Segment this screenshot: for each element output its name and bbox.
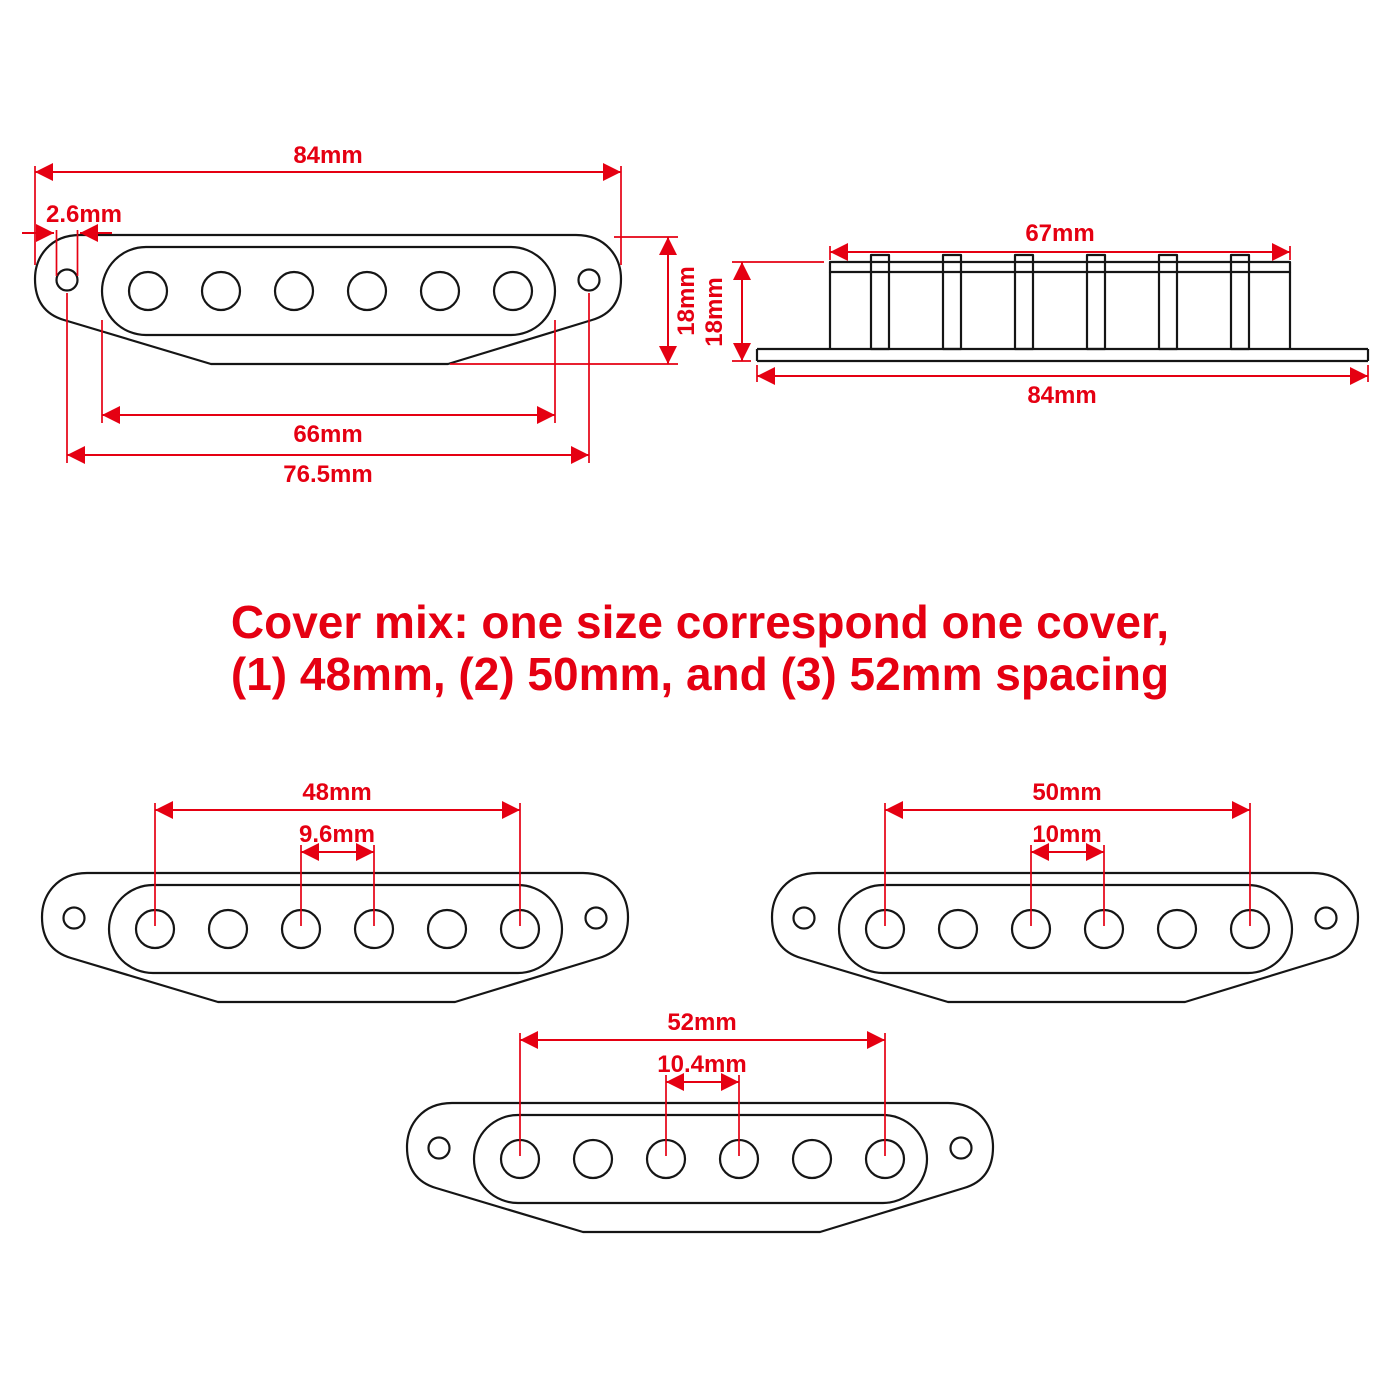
dim-overall-width: 84mm xyxy=(34,142,622,265)
dimension-label: 76.5mm xyxy=(283,461,372,488)
pickup-cover-front-view xyxy=(40,871,630,1004)
pole-piece xyxy=(1229,253,1251,351)
dimension-label: 18mm xyxy=(673,266,700,335)
dim-pole-spacing-52: 10.4mm xyxy=(657,1051,747,1156)
cover-50mm: 50mm 10mm xyxy=(770,779,1360,1004)
front-view: 84mm 2.6mm 18mm 66mm xyxy=(22,142,700,488)
dimension-label: 84mm xyxy=(1027,382,1096,409)
pole-piece xyxy=(941,253,963,351)
heading: Cover mix: one size correspond one cover… xyxy=(231,596,1169,700)
dim-side-top-width: 67mm xyxy=(829,220,1291,261)
dimension-label: 67mm xyxy=(1025,220,1094,247)
pole-piece xyxy=(1013,253,1035,351)
side-view: 67mm 18mm 84mm xyxy=(701,220,1370,409)
dimension-label: 18mm xyxy=(701,277,728,346)
dimension-label: 10.4mm xyxy=(657,1051,746,1078)
pickup-cover-front-view xyxy=(770,871,1360,1004)
pickup-cover-front-view xyxy=(33,233,623,366)
dim-side-height: 18mm xyxy=(701,261,824,362)
dim-side-base-width: 84mm xyxy=(756,365,1369,409)
dim-mount-spacing: 76.5mm xyxy=(66,293,590,488)
dimension-label: 9.6mm xyxy=(299,821,375,848)
dimension-label: 2.6mm xyxy=(46,201,122,228)
heading-line-2: (1) 48mm, (2) 50mm, and (3) 52mm spacing xyxy=(231,648,1169,700)
pickup-cover-front-view xyxy=(405,1101,995,1234)
top-flatwork xyxy=(828,260,1292,274)
dim-pole-span-48: 48mm xyxy=(154,779,521,926)
dim-inner-length: 66mm xyxy=(101,320,556,448)
cover-48mm: 48mm 9.6mm xyxy=(40,779,630,1004)
dimension-label: 48mm xyxy=(302,779,371,806)
dim-pole-spacing-50: 10mm xyxy=(1030,821,1105,926)
dimension-label: 52mm xyxy=(667,1009,736,1036)
dimension-label: 84mm xyxy=(293,142,362,169)
dim-cover-height: 18mm xyxy=(450,236,700,365)
pole-piece xyxy=(1157,253,1179,351)
dim-pole-spacing-48: 9.6mm xyxy=(299,821,375,926)
dim-mount-hole-diameter: 2.6mm xyxy=(22,201,122,276)
dimension-label: 10mm xyxy=(1032,821,1101,848)
dim-pole-span-50: 50mm xyxy=(884,779,1251,926)
pole-piece xyxy=(869,253,891,351)
dimension-label: 50mm xyxy=(1032,779,1101,806)
dimension-label: 66mm xyxy=(293,421,362,448)
pole-piece xyxy=(1085,253,1107,351)
heading-line-1: Cover mix: one size correspond one cover… xyxy=(231,596,1169,648)
cover-52mm: 52mm 10.4mm xyxy=(405,1009,995,1234)
dim-pole-span-52: 52mm xyxy=(519,1009,886,1156)
